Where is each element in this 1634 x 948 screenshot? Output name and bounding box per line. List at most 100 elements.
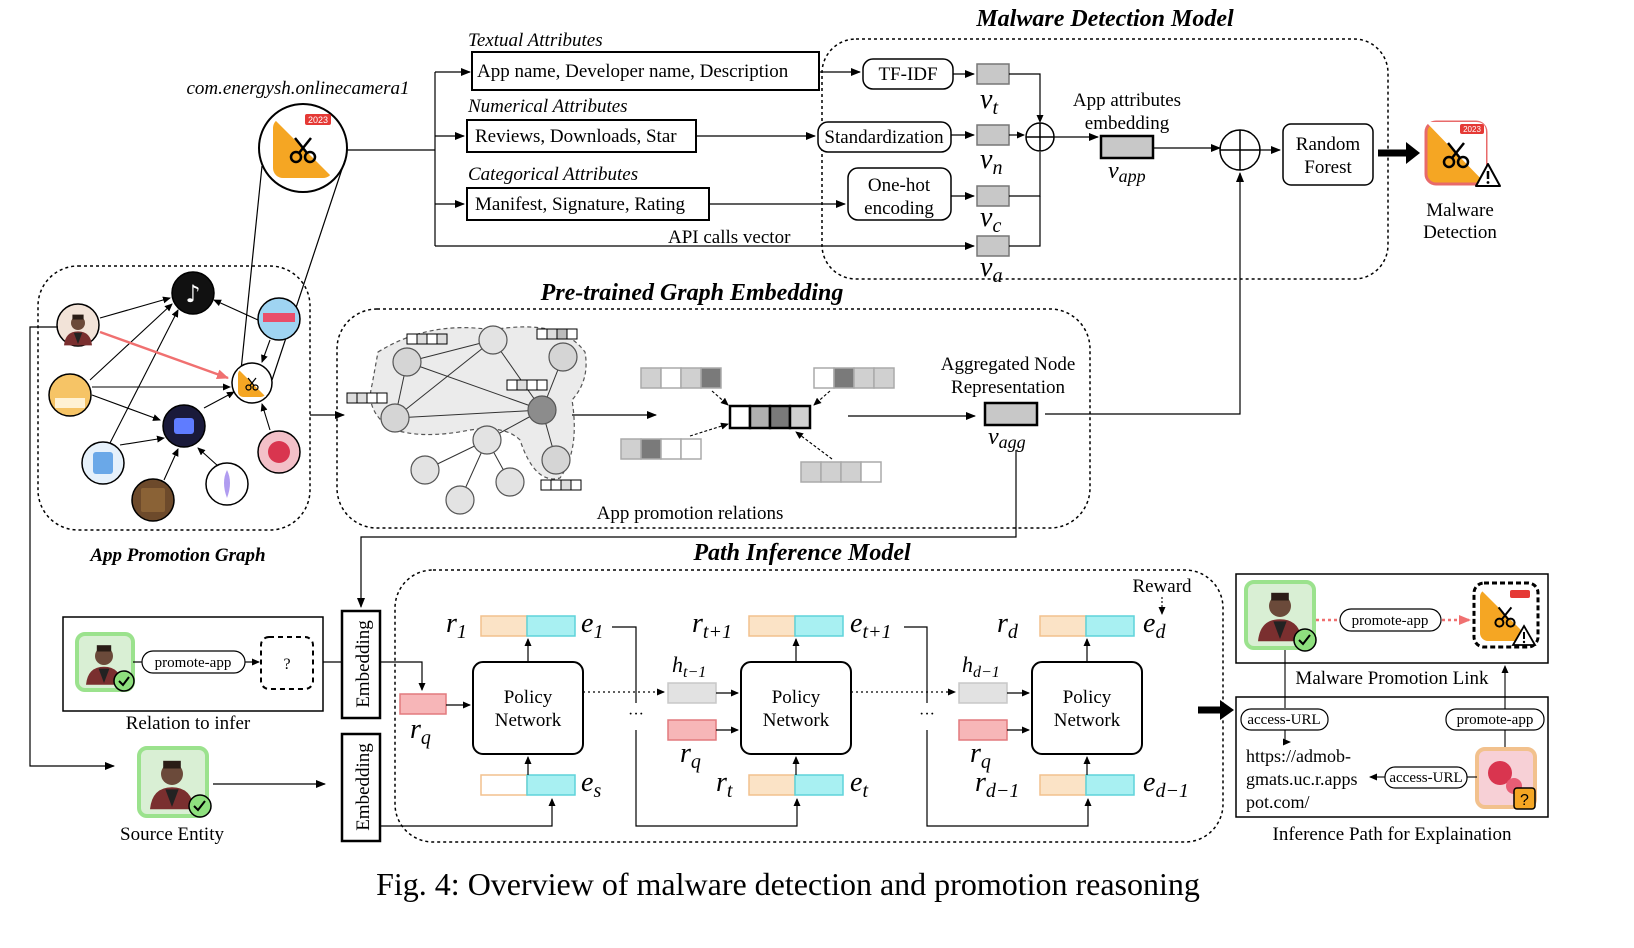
developer-node [56,303,100,347]
onehot-box [847,167,952,221]
source-entity-avatar [137,746,212,818]
vn-label: vn [980,144,1002,179]
url-line1: https://admob- [1246,746,1351,766]
policy-network-2-line1: Policy [772,687,821,708]
tfidf-text: TF-IDF [878,64,937,85]
random-forest-line2: Forest [1304,157,1352,178]
vector-vapp [1099,134,1155,160]
hdm1-label: hd−1 [962,652,1000,681]
rt-label: rt [716,767,733,802]
malware-detection-label-line1: Malware [1426,200,1494,221]
r1-e1-vector [480,615,576,637]
vector-vt [976,63,1010,85]
ed-label: ed [1143,608,1166,643]
neighbor-vector [620,438,702,460]
policy-network-1-line1: Policy [504,687,553,708]
unknown-target-mark: ? [283,656,290,673]
malware-promotion-edge [99,330,229,380]
pretrained-graph-embedding-title: Pre-trained Graph Embedding [540,280,844,306]
rq-vector-step3 [958,719,1008,741]
promote-app-path-text: promote-app [1457,712,1534,728]
policy-network-3 [1031,661,1143,755]
aggregated-label-line1: Aggregated Node [941,354,1076,375]
source-entity-label: Source Entity [120,824,224,845]
promote-app-explained-text: promote-app [1352,613,1429,629]
relation-to-infer-label: Relation to infer [126,713,251,734]
random-forest-line1: Random [1296,134,1361,155]
app-node [257,297,301,341]
access-url-text-1: access-URL [1247,712,1320,728]
subgraph-nodes [380,325,578,515]
warning-icon [1475,163,1501,187]
url-line3: pot.com/ [1246,792,1310,812]
rq-vector-step2 [667,719,717,741]
numerical-attributes-box [466,119,697,153]
va-label: va [980,252,1002,287]
vagg-label: vagg [988,424,1026,452]
vt-label: vt [980,84,998,119]
standardization-box [817,121,952,153]
relation-embedding-text: Embedding [353,620,374,708]
policy-network-3-line2: Network [1054,710,1121,731]
access-url-text-2: access-URL [1389,770,1462,786]
vapp-label: vapp [1108,158,1146,186]
target-app-icon: 2023 [258,103,348,193]
promote-app-pill-explained [1339,608,1442,632]
zoom-line [239,165,263,381]
intermediate-app-icon: ? [1475,747,1537,810]
malware-promotion-link-label: Malware Promotion Link [1295,668,1489,689]
app-node [131,478,175,522]
categorical-attributes-label: Categorical Attributes [468,164,638,185]
rt1-label: rt+1 [692,608,732,643]
target-app-node [231,362,273,404]
path-inference-region [394,569,1224,843]
ellipsis-1: ··· [628,706,644,723]
policy-network-1 [472,661,584,755]
app-node [257,430,301,474]
malware-detection-model-title: Malware Detection Model [975,6,1234,32]
onehot-text-line1: One-hot [868,175,931,196]
package-name: com.energysh.onlinecamera1 [186,78,409,99]
app-attr-embedding-line1: App attributes [1073,90,1181,111]
rt1-et1-vector [748,615,844,637]
neighbor-vector [800,461,882,483]
unknown-target-box [260,636,314,690]
explained-developer-avatar [1244,580,1317,652]
svg-text:♪: ♪ [185,280,200,308]
onehot-text-line2: encoding [864,198,934,219]
sum-node-attributes [1025,122,1055,152]
entity-embedding-text: Embedding [353,743,374,831]
categorical-attributes-text: Manifest, Signature, Rating [475,194,686,215]
neighbor-vector [640,367,722,389]
svg-text:2023: 2023 [1463,125,1481,134]
entity-embedding-box [340,732,382,843]
svg-text:?: ? [1520,792,1529,809]
aggregated-label-line2: Representation [951,377,1065,398]
app-node [48,373,92,417]
rd-label: rd [997,608,1019,643]
url-line2: gmats.uc.r.apps [1246,769,1357,789]
textual-attributes-label: Textual Attributes [468,30,603,51]
ellipsis-2: ··· [919,706,935,723]
tiktok-app-node: ♪ [171,271,215,315]
app-attr-embedding-line2: embedding [1085,113,1170,134]
zoom-line [271,159,346,381]
aggregated-vector [728,404,812,430]
app-promotion-relations-label: App promotion relations [597,503,784,524]
ed1-label: ed−1 [1143,767,1189,802]
neighbor-vector [813,367,895,389]
rq-label-step1: rq [410,714,431,749]
policy-network-2-line2: Network [763,710,830,731]
app-promotion-graph-title: App Promotion Graph [89,545,265,566]
htm1-label: ht−1 [672,652,706,681]
inference-path-label: Inference Path for Explaination [1273,824,1512,845]
e1-label: e1 [581,608,603,643]
promote-app-pill-path [1445,708,1545,731]
r1-label: r1 [446,608,467,643]
rd1-label: rd−1 [975,767,1019,802]
figure-caption: Fig. 4: Overview of malware detection an… [376,866,1200,902]
rq-label-step3: rq [970,738,991,773]
vc-label: vc [980,202,1001,237]
node-feature-vectors [346,328,582,491]
